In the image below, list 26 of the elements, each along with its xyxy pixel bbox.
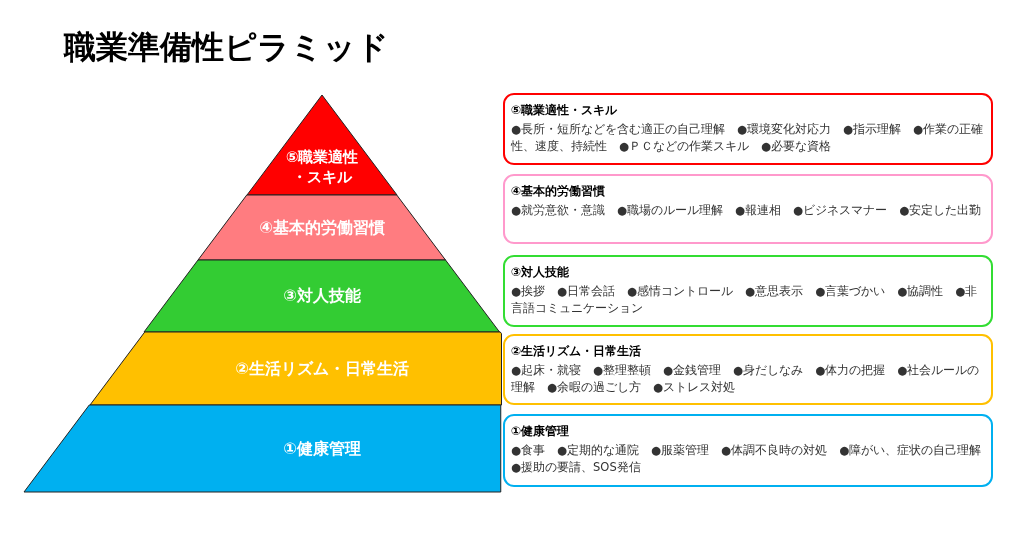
info-card: [503, 255, 993, 327]
pyramid-tier: [89, 332, 501, 405]
info-card: [503, 174, 993, 244]
card-body-text: ●挨拶 ●日常会話 ●感情コントロール ●意思表示 ●言葉づかい ●協調性 ●非言語コミュニケーション: [511, 283, 979, 317]
card-heading: ⑤職業適性・スキル: [511, 102, 618, 119]
tier-label: ⑤職業適性・スキル: [284, 147, 360, 187]
card-heading: ④基本的労働習慣: [511, 183, 606, 200]
pyramid-tier: [198, 195, 446, 260]
diagram-title: 職業準備性ピラミッド: [64, 27, 389, 68]
card-body-text: ●起床・就寝 ●整理整頓 ●金銭管理 ●身だしなみ ●体力の把握 ●社会ルールの理解 ●余暇の過ごし方 ●ストレス対処: [511, 362, 981, 396]
info-card: [503, 414, 993, 487]
tier-label: ④基本的労働習慣: [258, 217, 386, 238]
card-heading: ③対人技能: [511, 264, 570, 281]
pyramid-tier: [24, 405, 501, 492]
card-body-text: ●長所・短所などを含む適正の自己理解 ●環境変化対応力 ●指示理解 ●作業の正確性、速度、持続性 ●ＰＣなどの作業スキル ●必要な資格: [511, 121, 985, 155]
pyramid-tier: [247, 95, 397, 195]
tier-label: ①健康管理: [282, 438, 362, 459]
pyramid-tier: [144, 260, 500, 332]
card-body-text: ●就労意欲・意識 ●職場のルール理解 ●報連相 ●ビジネスマナー ●安定した出勤: [511, 202, 983, 219]
tier-label: ②生活リズム・日常生活: [234, 358, 410, 379]
tier-label: ③対人技能: [282, 285, 362, 307]
info-card: [503, 334, 993, 405]
card-heading: ①健康管理: [511, 423, 570, 440]
info-card: [503, 93, 993, 165]
card-heading: ②生活リズム・日常生活: [511, 343, 642, 360]
card-body-text: ●食事 ●定期的な通院 ●服薬管理 ●体調不良時の対処 ●障がい、症状の自己理解 ●援助の要請、SOS発信: [511, 442, 983, 476]
